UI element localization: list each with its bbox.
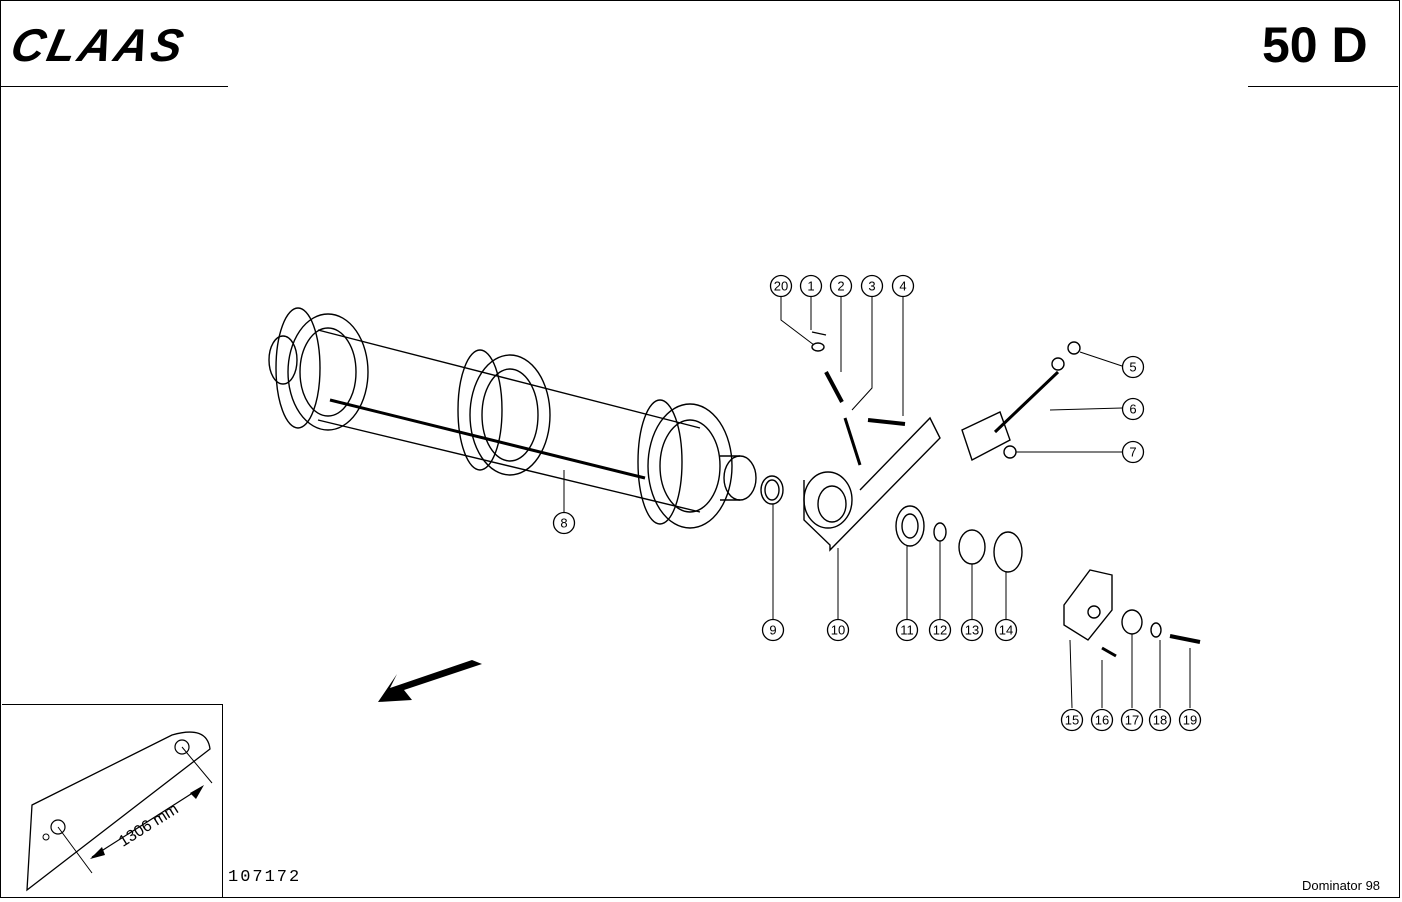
page-code-underline bbox=[1248, 86, 1398, 87]
logo-underline bbox=[0, 86, 228, 87]
dimension-label: 1306 mm bbox=[116, 801, 182, 851]
block-15 bbox=[1063, 569, 1113, 641]
callout-9-label: 9 bbox=[769, 623, 776, 638]
callout-1: 1 bbox=[799, 274, 823, 298]
callout-11: 11 bbox=[895, 618, 919, 642]
inset-detail-box: 1306 mm bbox=[2, 704, 223, 897]
washer-20 bbox=[811, 342, 825, 352]
ring-9 bbox=[760, 475, 784, 505]
callout-11-label: 11 bbox=[900, 623, 914, 638]
callout-6: 6 bbox=[1121, 397, 1145, 421]
direction-arrow-icon bbox=[378, 660, 482, 702]
callout-15-label: 15 bbox=[1065, 713, 1079, 728]
callout-15: 15 bbox=[1060, 708, 1084, 732]
small-hole-icon bbox=[42, 833, 50, 841]
inset-detail-drawing: 1306 mm bbox=[26, 731, 213, 892]
callout-4-label: 4 bbox=[899, 279, 906, 294]
bearing-housing-10 bbox=[803, 471, 853, 529]
callout-10: 10 bbox=[826, 618, 850, 642]
arrowhead-right-icon bbox=[190, 785, 204, 799]
nut-7 bbox=[1003, 445, 1017, 459]
callout-19-label: 19 bbox=[1183, 713, 1197, 728]
callout-5-label: 5 bbox=[1129, 360, 1136, 375]
callout-2-label: 2 bbox=[837, 279, 844, 294]
callout-10-label: 10 bbox=[831, 623, 845, 638]
dimension-line bbox=[91, 786, 203, 858]
pin-3 bbox=[843, 417, 862, 466]
page-code: 50 D bbox=[1262, 17, 1368, 73]
parts bbox=[760, 331, 1201, 658]
callout-9: 9 bbox=[761, 618, 785, 642]
spring-2 bbox=[824, 371, 844, 403]
bearing-11 bbox=[895, 505, 925, 547]
ring-14 bbox=[993, 531, 1023, 573]
callout-19: 19 bbox=[1178, 708, 1202, 732]
callout-17-label: 17 bbox=[1125, 713, 1139, 728]
shaft-assembly bbox=[268, 307, 757, 529]
callout-14: 14 bbox=[994, 618, 1018, 642]
callout-16: 16 bbox=[1090, 708, 1114, 732]
callout-1-label: 1 bbox=[807, 279, 814, 294]
callout-6-label: 6 bbox=[1129, 402, 1136, 417]
model-name: Dominator 98 bbox=[1302, 878, 1381, 893]
callout-20-label: 20 bbox=[774, 279, 788, 294]
callout-7: 7 bbox=[1121, 440, 1145, 464]
bracket-6 bbox=[961, 411, 1011, 462]
bolt-4 bbox=[867, 418, 906, 426]
washer-18 bbox=[1150, 622, 1162, 638]
ring-12 bbox=[933, 522, 947, 542]
hole-right-icon bbox=[174, 739, 190, 755]
callout-16-label: 16 bbox=[1095, 713, 1109, 728]
callout-17: 17 bbox=[1120, 708, 1144, 732]
pin-16 bbox=[1101, 646, 1117, 658]
callout-12-label: 12 bbox=[933, 623, 947, 638]
drawing-number: 107172 bbox=[228, 868, 302, 887]
leader-lines bbox=[563, 297, 1191, 709]
middle-disc bbox=[469, 354, 551, 476]
plate-outline bbox=[26, 731, 211, 892]
hole-left-icon bbox=[50, 819, 66, 835]
washer-17 bbox=[1121, 609, 1143, 635]
nut-5a bbox=[1067, 341, 1081, 355]
arrowhead-left-icon bbox=[90, 847, 105, 859]
ring-13 bbox=[958, 529, 986, 565]
callout-8-label: 8 bbox=[560, 516, 567, 531]
callout-3-label: 3 bbox=[868, 279, 875, 294]
callout-20: 20 bbox=[769, 274, 793, 298]
callout-18-label: 18 bbox=[1153, 713, 1167, 728]
callout-12: 12 bbox=[928, 618, 952, 642]
callout-13: 13 bbox=[960, 618, 984, 642]
right-disc bbox=[647, 403, 733, 529]
callout-7-label: 7 bbox=[1129, 445, 1136, 460]
nut-5b bbox=[1051, 357, 1065, 371]
callout-14-label: 14 bbox=[999, 623, 1013, 638]
callout-18: 18 bbox=[1148, 708, 1172, 732]
callout-8: 8 bbox=[552, 511, 576, 535]
callout-13-label: 13 bbox=[965, 623, 979, 638]
bolt-19 bbox=[1169, 634, 1201, 644]
callout-4: 4 bbox=[891, 274, 915, 298]
callout-5: 5 bbox=[1121, 355, 1145, 379]
callout-2: 2 bbox=[829, 274, 853, 298]
callout-3: 3 bbox=[860, 274, 884, 298]
left-disc bbox=[287, 313, 369, 431]
